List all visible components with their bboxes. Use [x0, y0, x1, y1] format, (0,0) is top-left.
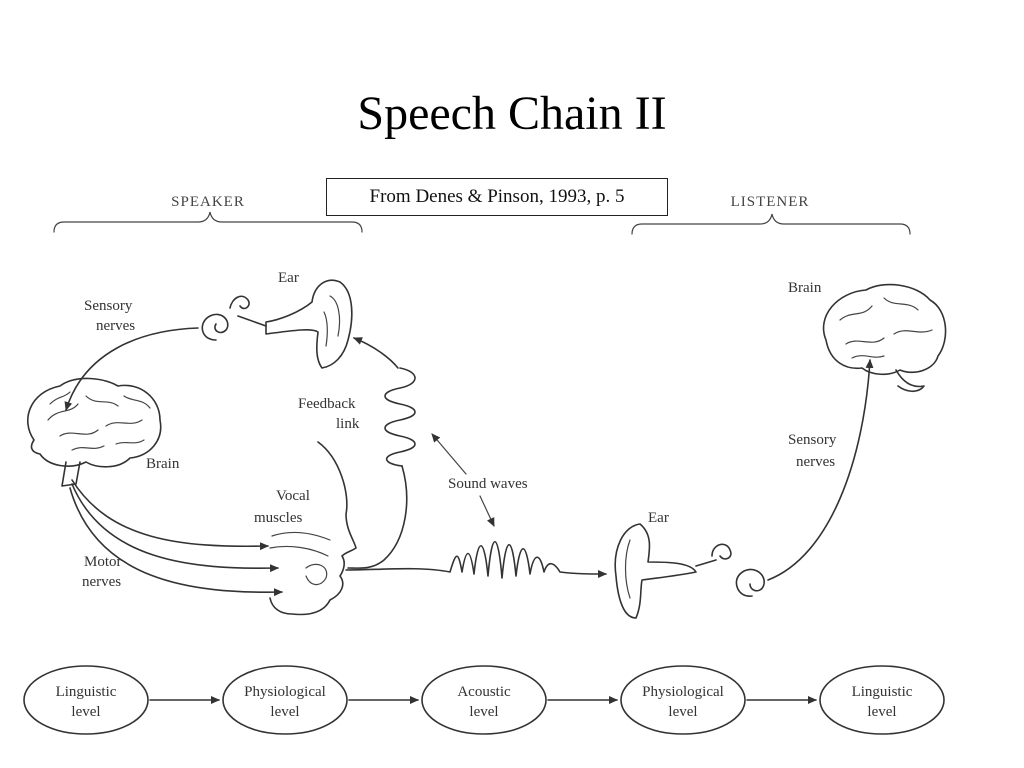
feedback-link-label-1: Feedback [298, 396, 356, 412]
level-node: Linguistic level [23, 665, 149, 735]
listener-sensory-nerves-label-1: Sensory [788, 432, 837, 448]
feedback-return-curve [347, 465, 408, 569]
feedback-wave [384, 367, 416, 467]
listener-sensory-nerves-label-2: nerves [796, 454, 835, 470]
level-ellipse [421, 665, 547, 735]
feedback-arrow [353, 337, 399, 369]
speaker-sensory-nerves-label-2: nerves [96, 318, 135, 334]
sound-waves-label: Sound waves [448, 476, 528, 492]
speaker-sensory-nerve-path [64, 327, 199, 411]
speaker-brain-icon [26, 377, 162, 487]
sound-wave [345, 541, 607, 579]
citation-box: From Denes & Pinson, 1993, p. 5 [326, 178, 668, 216]
listener-ear-icon [614, 523, 697, 619]
sound-waves-pointer-down [479, 495, 495, 527]
speaker-sensory-nerves-label-1: Sensory [84, 298, 133, 314]
level-ellipse [23, 665, 149, 735]
level-ellipse [222, 665, 348, 735]
listener-brain-icon [822, 283, 947, 393]
level-label: Physiological [642, 684, 724, 700]
listener-brain-label: Brain [788, 280, 822, 296]
level-ellipse [620, 665, 746, 735]
level-label: level [71, 704, 100, 720]
speaker-header: SPEAKER [171, 194, 245, 210]
listener-header: LISTENER [731, 194, 810, 210]
speaker-ear-icon [265, 279, 353, 369]
level-node: Acoustic level [421, 665, 547, 735]
level-label: Acoustic [457, 684, 511, 700]
speaker-head-profile-icon [269, 441, 357, 616]
levels-row: LinguisticlevelPhysiologicallevelAcousti… [23, 665, 945, 735]
level-label: Linguistic [56, 684, 117, 700]
level-label: level [867, 704, 896, 720]
speaker-brain-label: Brain [146, 456, 180, 472]
vocal-muscles-label-2: muscles [254, 510, 302, 526]
listener-cochlea-icon [695, 543, 765, 597]
speaker-brace [53, 211, 363, 233]
motor-nerves-label-1: Motor [84, 554, 122, 570]
feedback-link-label-2: link [336, 416, 360, 432]
listener-brace [631, 213, 911, 235]
sound-waves-pointer-up [431, 433, 467, 475]
level-ellipse [819, 665, 945, 735]
motor-nerve-paths [69, 479, 283, 597]
level-node: Physiological level [620, 665, 746, 735]
level-node: Linguistic level [819, 665, 945, 735]
level-label: Linguistic [852, 684, 913, 700]
level-label: level [270, 704, 299, 720]
slide-title: Speech Chain II [357, 87, 667, 140]
listener-ear-label: Ear [648, 510, 669, 526]
motor-nerves-label-2: nerves [82, 574, 121, 590]
level-label: Physiological [244, 684, 326, 700]
level-label: level [668, 704, 697, 720]
speaker-cochlea-icon [201, 295, 267, 341]
listener-sensory-nerve-path [767, 359, 874, 581]
level-label: level [469, 704, 498, 720]
vocal-muscles-label-1: Vocal [276, 488, 310, 504]
speaker-ear-label: Ear [278, 270, 299, 286]
level-node: Physiological level [222, 665, 348, 735]
